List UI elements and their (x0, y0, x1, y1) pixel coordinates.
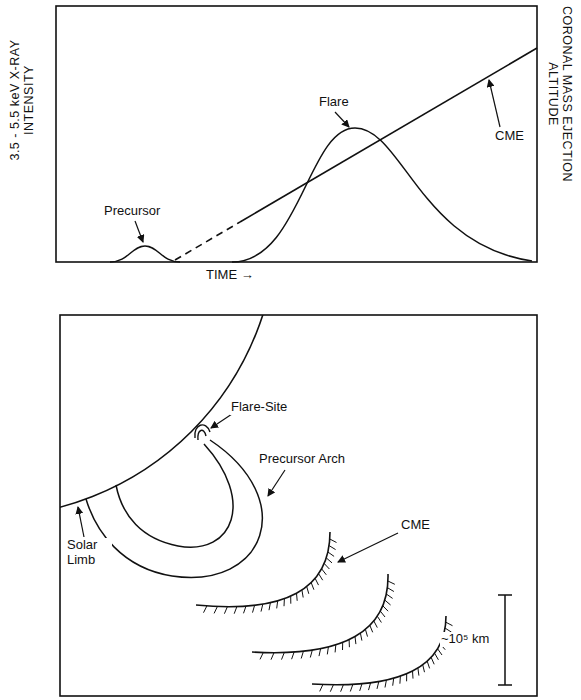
precursor-curve (110, 246, 180, 262)
axis-label: CORONAL MASS EJECTION ALTITUDE (546, 4, 575, 184)
axis-label: TIME → (205, 268, 255, 283)
curve-label: Flare (318, 95, 350, 110)
cme-fronts (196, 532, 453, 692)
cme-altitude-line (240, 48, 537, 222)
panel-frame (60, 315, 537, 696)
solar-limb (60, 315, 277, 517)
curve-label: CME (494, 129, 525, 144)
leader-line (489, 80, 500, 127)
axis-label: 3.5 - 5.5 keV X-RAY INTENSITY (8, 38, 37, 162)
scale-label: ~10⁵ km (440, 632, 490, 647)
leader-line (78, 507, 84, 537)
feature-label: Solar Limb (66, 538, 112, 568)
feature-label: Flare-Site (230, 400, 288, 415)
precursor-arch-outer (86, 440, 262, 577)
leader-line (335, 112, 349, 127)
feature-label: CME (400, 518, 431, 533)
leader-line (135, 221, 143, 242)
cme-front (252, 574, 388, 653)
leader-line (268, 470, 285, 496)
scale-bar (498, 595, 512, 685)
flare-site-loops (195, 425, 210, 440)
leader-line (338, 533, 398, 562)
cme-front (312, 616, 446, 685)
cme-extrapolation (175, 222, 240, 260)
chart-frame (56, 6, 537, 262)
curve-label: Precursor (103, 204, 161, 219)
cme-front (196, 532, 330, 607)
cme-hatching (320, 622, 453, 692)
cme-hatching (204, 539, 337, 614)
flare-curve (232, 128, 532, 262)
cme-hatching (260, 581, 395, 660)
precursor-arch-inner (116, 444, 233, 547)
leader-line (211, 414, 232, 428)
feature-label: Precursor Arch (258, 452, 346, 467)
